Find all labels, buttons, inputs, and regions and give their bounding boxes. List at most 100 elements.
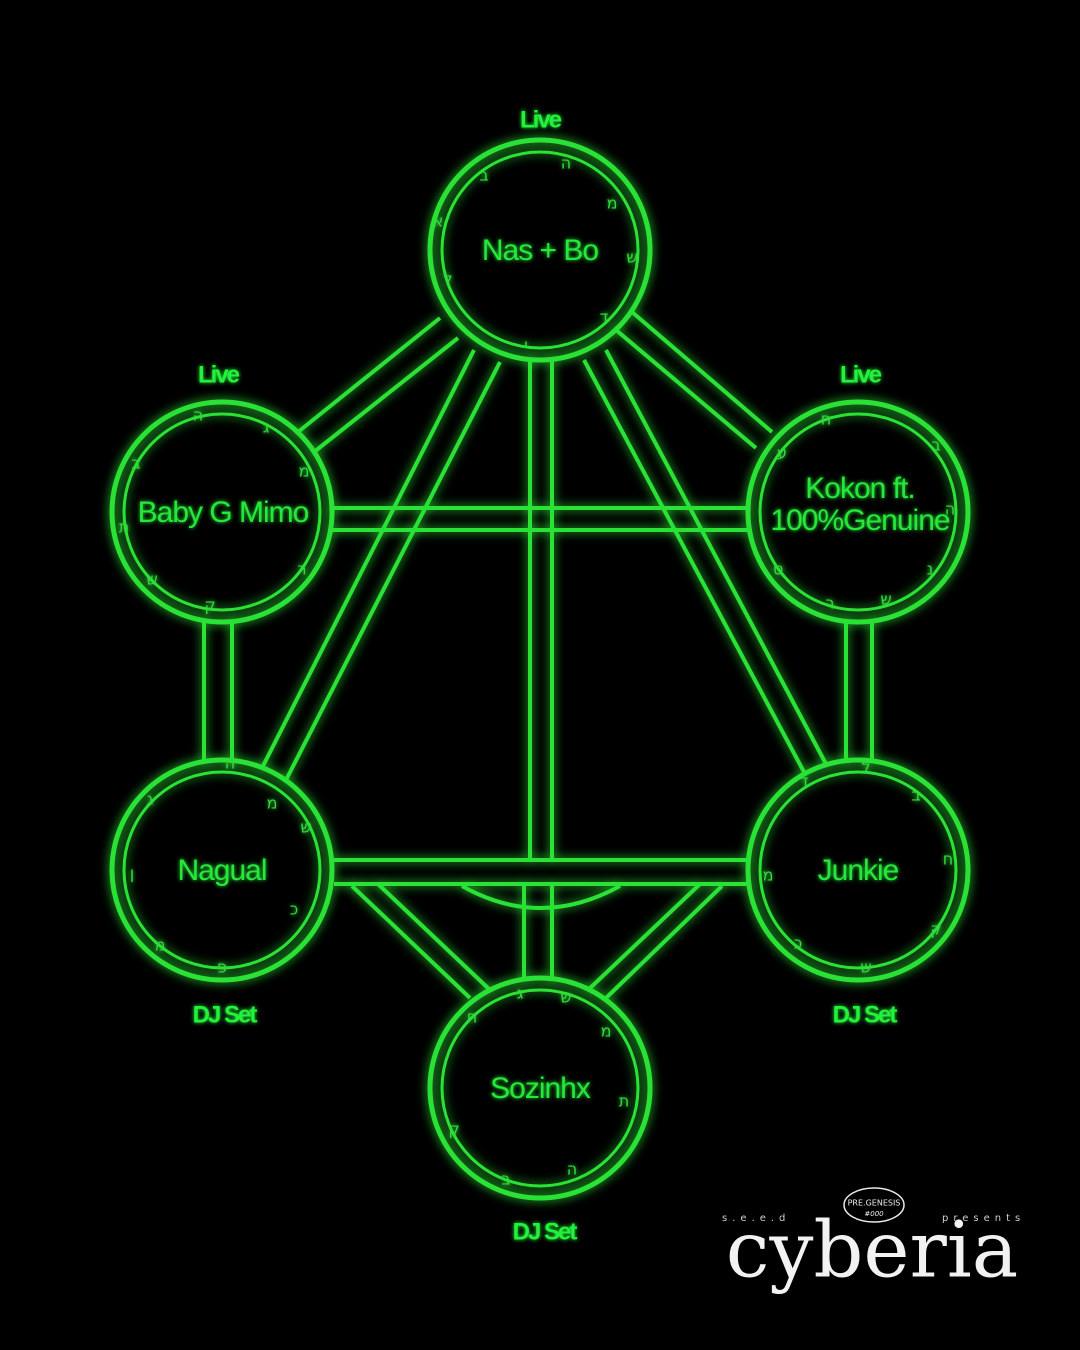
glyph-icon: ב xyxy=(501,1170,510,1189)
node-right-name-line-1: Kokon ft. xyxy=(805,472,914,505)
glyph-icon: מ xyxy=(267,794,278,813)
node-lower-right-tag: DJ Set xyxy=(833,1001,898,1028)
seed-label: s.e.e.d xyxy=(722,1213,790,1224)
glyph-icon: ה xyxy=(225,754,235,773)
glyph-icon: ק xyxy=(448,1120,459,1139)
glyph-icon: ד xyxy=(800,772,809,791)
glyph-icon: ש xyxy=(626,248,637,267)
glyph-icon: ל xyxy=(443,270,452,289)
node-lower-right xyxy=(745,757,971,983)
glyph-icon: א xyxy=(433,212,444,231)
path-right-lower-right xyxy=(844,620,874,762)
node-top-inner-ring xyxy=(440,150,640,350)
path-top-left xyxy=(296,316,460,454)
glyph-icon: מ xyxy=(607,194,618,213)
node-lower-left-outer-ring xyxy=(109,757,335,983)
node-left-tag: Live xyxy=(198,361,240,388)
node-lower-right-outer-ring xyxy=(745,757,971,983)
path-top-lower-left xyxy=(260,349,502,781)
glyph-icon: ג xyxy=(147,790,154,809)
glyph-icon: ב xyxy=(479,166,488,185)
glyph-icon: מ xyxy=(763,866,774,885)
node-lower-left-name: Nagual xyxy=(177,854,266,887)
node-lower-left xyxy=(109,757,335,983)
node-left-inner-ring xyxy=(122,412,322,612)
node-top-name: Nas + Bo xyxy=(482,234,599,267)
glyph-icon: ח xyxy=(467,1008,477,1027)
connecting-paths xyxy=(202,310,874,1000)
glyph-icon: כ xyxy=(794,934,802,953)
glyph-icon: ש xyxy=(146,570,157,589)
node-bottom-outer-ring xyxy=(427,975,653,1201)
glyph-icon: ת xyxy=(619,1092,630,1111)
glyph-icon: מ xyxy=(155,936,166,955)
node-bottom-name: Sozinhx xyxy=(490,1072,591,1105)
path-center-bottom xyxy=(522,886,554,980)
glyph-icon: ה xyxy=(561,154,571,173)
node-bottom-inner-ring xyxy=(440,988,640,1188)
glyph-icon: י xyxy=(524,336,528,355)
node-lower-left-tag: DJ Set xyxy=(193,1001,258,1028)
node-bottom xyxy=(427,975,653,1201)
node-lower-left-inner-ring xyxy=(122,770,322,970)
path-arc xyxy=(461,884,621,910)
node-left xyxy=(109,399,335,625)
glyph-icon: מ xyxy=(299,462,310,481)
glyph-icon: ר xyxy=(825,594,834,613)
glyph-icon: ח xyxy=(821,410,831,429)
glyph-icon: ג xyxy=(263,418,270,437)
glyph-icon: ש xyxy=(560,988,571,1007)
glyph-icon: ק xyxy=(204,596,215,615)
node-right-inner-ring xyxy=(758,412,958,612)
badge-number: #000 xyxy=(864,1210,884,1218)
glyph-icon: ד xyxy=(600,308,609,327)
node-top-tag: Live xyxy=(520,106,562,133)
node-right xyxy=(745,399,971,625)
node-right-name-line-2: 100%Genuine xyxy=(770,504,949,537)
glyph-icon: ה xyxy=(945,500,955,519)
node-right-tag: Live xyxy=(840,361,882,388)
glyph-icon: ן xyxy=(130,864,134,883)
path-top-right xyxy=(614,310,774,450)
node-right-outer-ring xyxy=(745,399,971,625)
node-lower-right-inner-ring xyxy=(758,770,958,970)
glyph-icon: ש xyxy=(860,958,871,977)
badge-title: PRE.GENESIS xyxy=(848,1199,901,1208)
glyph-icon: ב xyxy=(931,436,940,455)
glyph-icon: ת xyxy=(119,518,130,537)
glyph-icon: ב xyxy=(911,786,920,805)
glyph-icon: פ xyxy=(217,958,227,977)
glyph-icon: מ xyxy=(601,1022,612,1041)
node-lower-right-name: Junkie xyxy=(818,854,899,887)
glyph-icon: כ xyxy=(290,900,298,919)
artist-labels: Live Nas + Bo Live Baby G Mimo Live Koko… xyxy=(138,106,951,1245)
glyph-icon: ע xyxy=(777,444,787,463)
event-branding: s.e.e.d presents PRE.GENESIS #000 cyberi… xyxy=(722,1187,1025,1296)
path-left-right xyxy=(332,506,748,532)
decorative-glyphs: ב ה מ ש ד י ל א ב ה ג מ ר ק ש ת ע ח ב ה … xyxy=(119,154,955,1189)
path-lower-right-bottom xyxy=(586,882,724,1000)
node-left-name: Baby G Mimo xyxy=(138,496,309,529)
glyph-icon: ב xyxy=(131,454,140,473)
glyph-icon: ט xyxy=(773,560,783,579)
node-top xyxy=(427,137,653,363)
path-left-lower-left xyxy=(202,620,234,762)
glyph-icon: ש xyxy=(300,818,311,837)
pre-genesis-badge xyxy=(843,1187,905,1223)
glyph-icon: ש xyxy=(880,590,891,609)
glyph-icon: ל xyxy=(861,758,870,777)
node-circles xyxy=(109,137,971,1201)
glyph-icon: נ xyxy=(927,560,933,579)
path-lower-left-lower-right xyxy=(334,858,748,886)
glyph-icon: ה xyxy=(567,1160,577,1179)
glyph-icon: ק xyxy=(930,920,941,939)
node-left-outer-ring xyxy=(109,399,335,625)
presents-label: presents xyxy=(942,1213,1025,1224)
glyph-icon: ה xyxy=(193,406,203,425)
cyberia-logo: cyberia xyxy=(726,1206,1019,1296)
glyph-icon: ג xyxy=(517,984,524,1003)
path-top-lower-right xyxy=(582,349,828,773)
node-top-outer-ring xyxy=(427,137,653,363)
glyph-icon: ר xyxy=(297,560,306,579)
